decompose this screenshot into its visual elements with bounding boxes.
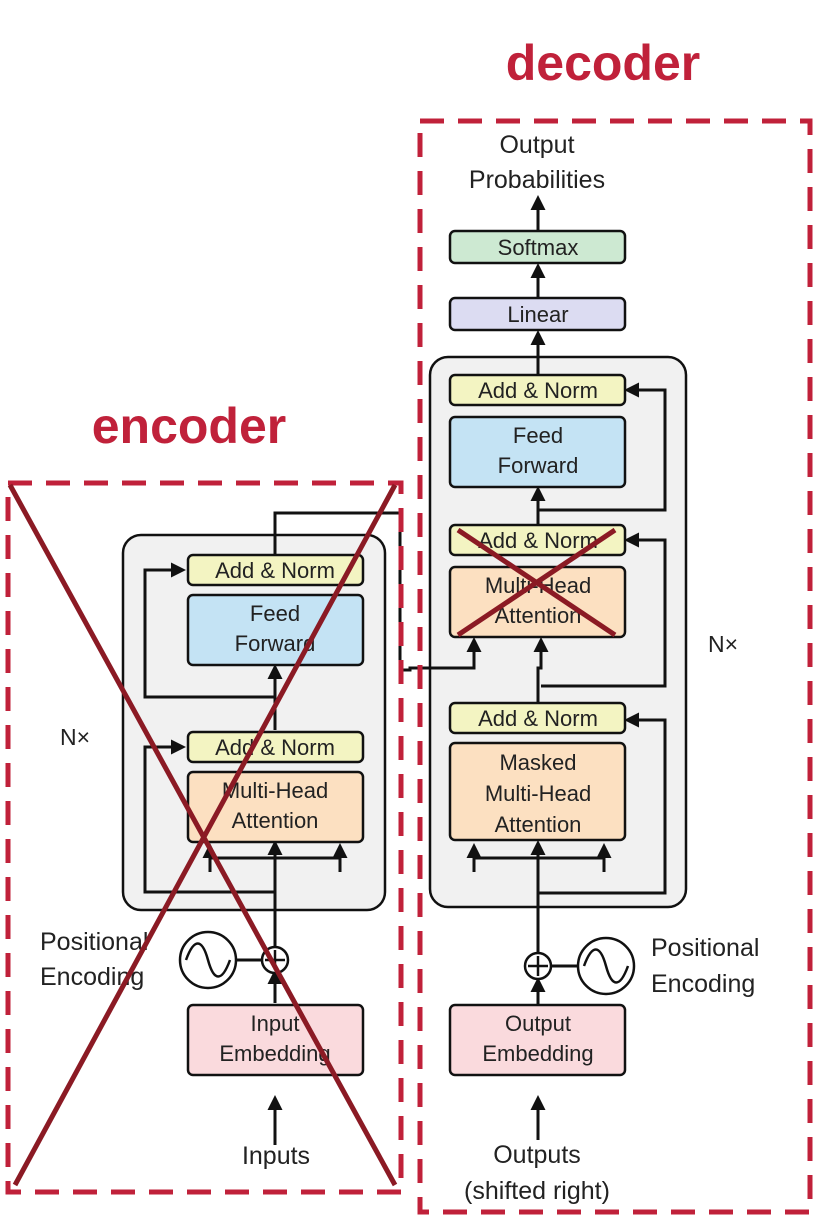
decoder-positional-encoding-line1: Positional [651,934,759,962]
encoder-add-norm-bottom [186,730,365,764]
decoder-sine-icon [576,936,636,996]
encoder-nx-label: N× [60,724,90,750]
encoder-embedding-line1: Input [251,1011,300,1036]
decoder-linear [448,296,627,332]
decoder-feed-forward [448,415,627,489]
decoder-stack: Softmax Linear Add & Norm Feed Forward A… [400,131,759,1205]
encoder-attention-line2: Attention [232,808,319,833]
decoder-output-probabilities-line1: Output [499,131,574,159]
decoder-masked-attention [448,741,627,842]
decoder-add-norm-bottom [448,701,627,735]
decoder-masked-attention-line2: Multi-Head [485,781,591,806]
encoder-attention-line1: Multi-Head [222,778,328,803]
decoder-cross-attention [448,565,627,639]
decoder-nx-label: N× [708,631,738,657]
decoder-positional-encoding-line2: Encoding [651,970,755,998]
decoder-outputs-line2: (shifted right) [464,1177,610,1205]
decoder-add-norm-top-label: Add & Norm [478,378,598,403]
decoder-cross-attention-line2: Attention [495,603,582,628]
decoder-softmax-label: Softmax [498,235,579,260]
decoder-add-norm-middle [448,523,627,557]
decoder-add-norm-top [448,373,627,407]
decoder-add-norm-bottom-label: Add & Norm [478,706,598,731]
encoder-add-norm-bottom-label: Add & Norm [215,735,335,760]
decoder-outputs-line1: Outputs [493,1141,581,1169]
cross-attention-cross-out [456,527,617,638]
decoder-feed-forward-line2: Forward [498,453,579,478]
encoder-positional-encoding-line1: Positional [40,928,148,956]
decoder-softmax [448,229,627,265]
decoder-embedding [448,1003,627,1077]
decoder-add-norm-middle-label: Add & Norm [478,528,598,553]
decoder-linear-label: Linear [507,302,568,327]
decoder-embedding-line2: Embedding [482,1041,593,1066]
encoder-stack-background [121,533,387,912]
decoder-output-probabilities-line2: Probabilities [469,166,605,194]
encoder-embedding-line2: Embedding [219,1041,330,1066]
decoder-title: decoder [506,35,701,91]
encoder-stack: Add & Norm Feed Forward Add & Norm Multi… [40,511,402,1170]
encoder-dashed-border [5,480,404,1195]
encoder-sine-icon [178,930,238,990]
encoder-add-norm-top [186,553,365,587]
encoder-feed-forward [186,593,365,667]
decoder-masked-attention-line1: Masked [499,750,576,775]
encoder-add-norm-top-label: Add & Norm [215,558,335,583]
encoder-title: encoder [92,398,287,454]
decoder-embedding-line1: Output [505,1011,571,1036]
encoder-inputs-label: Inputs [242,1142,310,1170]
decoder-dashed-border [417,118,813,1215]
decoder-masked-attention-line3: Attention [495,812,582,837]
encoder-cross-out [7,483,398,1187]
decoder-feed-forward-line1: Feed [513,423,563,448]
encoder-embedding [186,1003,365,1077]
encoder-feed-forward-line1: Feed [250,601,300,626]
